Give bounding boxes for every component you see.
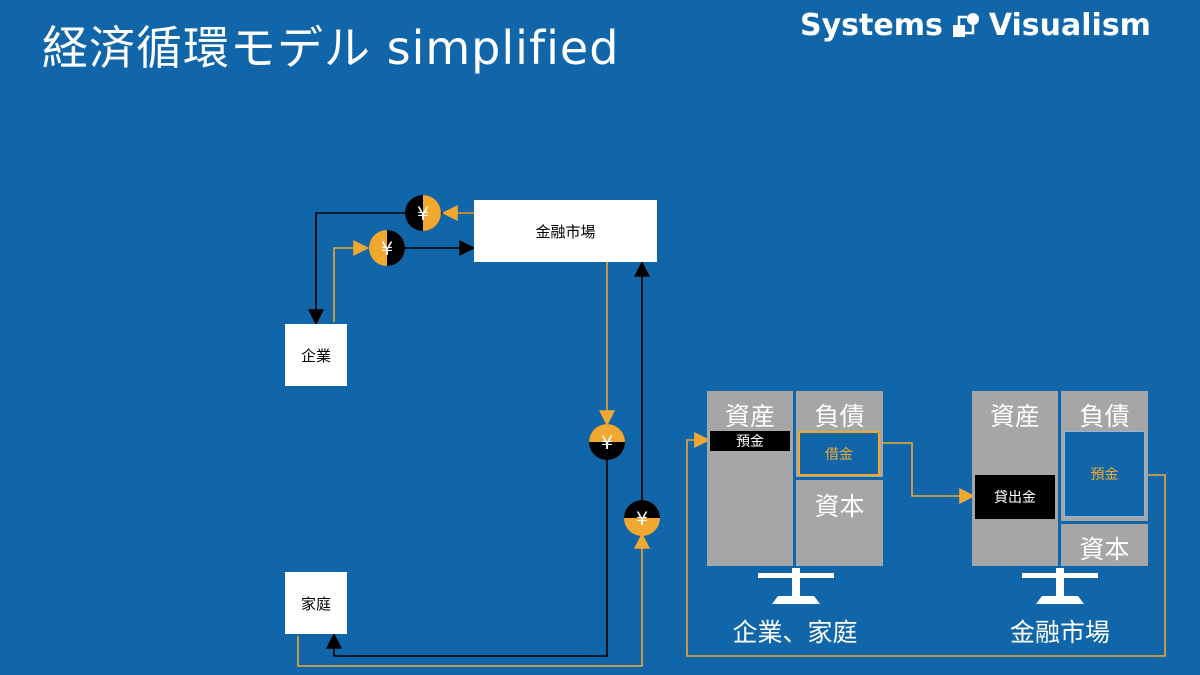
bs-company-assets-panel <box>707 391 793 566</box>
node-company: 企業 <box>285 324 347 386</box>
bs-market-capital-panel <box>1061 524 1148 566</box>
bs-company-capital-label: 資本 <box>814 492 865 521</box>
flow-company-to-market-orange <box>333 240 370 322</box>
bs-company-assets-label: 資産 <box>724 402 775 431</box>
scale-icon-market <box>1022 568 1098 604</box>
yen-coin-top: ¥ <box>405 195 441 231</box>
bs-market-caption: 金融市場 <box>1009 618 1110 647</box>
bs-company-deposit: 預金 <box>710 431 790 451</box>
flow-household-orange <box>297 532 650 667</box>
yen-symbol-1: ¥ <box>417 203 429 225</box>
bs-market-lending: 貸出金 <box>975 475 1055 519</box>
bs-company-deposit-label: 預金 <box>736 434 764 450</box>
scale-icon-company <box>758 568 834 604</box>
flow-loan-to-lending <box>880 442 976 504</box>
bs-market-capital-label: 資本 <box>1079 535 1130 564</box>
flow-to-household-black <box>326 460 608 657</box>
brand-logo: Systems Visualism <box>800 8 1151 43</box>
node-financial-market-label: 金融市場 <box>535 222 596 241</box>
flow-deposit-loop <box>686 432 1166 657</box>
logo-icon <box>951 11 981 41</box>
yen-coin-down: ¥ <box>589 424 625 460</box>
yen-symbol-2: ¥ <box>381 238 393 260</box>
bs-company-caption: 企業、家庭 <box>732 618 858 647</box>
bs-company-loan-label: 借金 <box>825 446 853 463</box>
yen-coin-up: ¥ <box>624 500 660 536</box>
bs-company-loan: 借金 <box>798 431 880 476</box>
bs-market-deposit-label: 預金 <box>1090 467 1119 483</box>
flow-market-to-company <box>308 212 474 326</box>
bs-market-liabilities-label: 負債 <box>1079 402 1130 431</box>
bs-company-liabilities-label: 負債 <box>814 402 865 431</box>
node-company-label: 企業 <box>300 346 331 365</box>
bs-company-capital-panel <box>796 480 883 566</box>
page-title: 経済循環モデル simplified <box>42 21 620 75</box>
yen-symbol-3: ¥ <box>601 432 613 454</box>
bs-market-deposit: 預金 <box>1064 431 1145 517</box>
node-household-label: 家庭 <box>300 594 331 613</box>
brand-text-right: Visualism <box>988 8 1151 43</box>
brand-text-left: Systems <box>800 8 943 43</box>
bs-market-lending-label: 貸出金 <box>994 490 1036 506</box>
node-household: 家庭 <box>285 572 347 634</box>
yen-coin-second: ¥ <box>369 230 405 266</box>
yen-symbol-4: ¥ <box>636 508 648 530</box>
bs-market-assets-label: 資産 <box>989 402 1040 431</box>
node-financial-market: 金融市場 <box>474 200 657 262</box>
